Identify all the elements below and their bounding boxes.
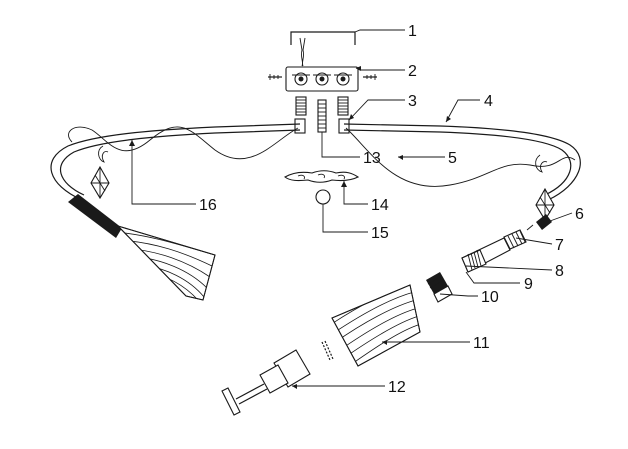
leader-lines <box>131 29 573 387</box>
callout-label-1: 1 <box>408 23 417 40</box>
side-screw-right <box>363 74 377 80</box>
callout-labels: 1 2 3 4 5 6 7 8 9 10 11 12 13 14 15 16 <box>199 23 584 396</box>
callout-label-6: 6 <box>575 206 584 223</box>
callout-label-13: 13 <box>363 150 381 167</box>
callout-label-11: 11 <box>473 335 490 352</box>
callout-label-4: 4 <box>484 93 493 110</box>
callout-label-15: 15 <box>371 225 389 242</box>
callout-label-8: 8 <box>555 263 564 280</box>
wire-right <box>345 127 576 187</box>
callout-label-2: 2 <box>408 63 417 80</box>
callout-label-16: 16 <box>199 197 217 214</box>
crystal-left <box>90 145 110 200</box>
callout-label-7: 7 <box>555 237 564 254</box>
arm-block-left <box>294 118 306 134</box>
callout-label-14: 14 <box>371 197 389 214</box>
arm-block-right <box>338 118 350 134</box>
threaded-rod-right <box>337 96 349 116</box>
callout-label-10: 10 <box>481 289 499 306</box>
threaded-rod-left <box>295 96 307 116</box>
decorative-ornament <box>284 170 360 183</box>
wire-left <box>68 126 299 160</box>
callout-arrowheads <box>129 66 451 389</box>
callout-label-5: 5 <box>448 150 457 167</box>
left-lamp-assembly <box>68 194 216 301</box>
arm-end-socket-right <box>526 214 552 231</box>
center-threaded-rod <box>317 99 327 133</box>
curved-arm-left <box>50 123 301 201</box>
callout-label-3: 3 <box>408 93 417 110</box>
lamp-holder <box>426 272 453 303</box>
light-bulb <box>221 349 311 416</box>
mounting-bracket <box>290 31 356 67</box>
side-screw-left <box>268 74 282 80</box>
finial-ball <box>315 189 331 212</box>
callout-label-9: 9 <box>524 276 533 293</box>
canopy-plate <box>285 66 359 92</box>
threaded-coupling <box>503 229 527 250</box>
shade-clip-ring <box>321 340 334 361</box>
callout-label-12: 12 <box>388 379 406 396</box>
lamp-shade <box>331 284 421 367</box>
curved-arm-right <box>343 123 581 201</box>
